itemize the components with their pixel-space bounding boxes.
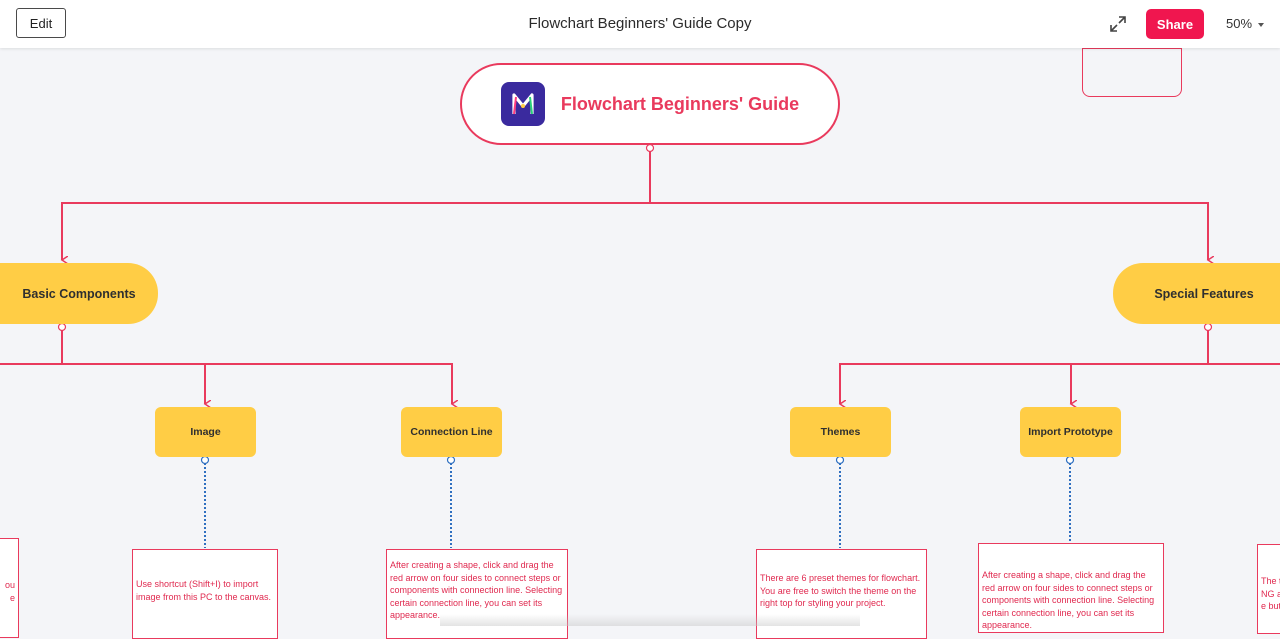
zoom-select[interactable]: 50% xyxy=(1226,16,1265,31)
themes-node[interactable]: Themes xyxy=(790,407,891,457)
special-features-label: Special Features xyxy=(1154,286,1254,301)
basic-connector xyxy=(0,330,63,365)
root-handle xyxy=(645,143,655,153)
import-prototype-label: Import Prototype xyxy=(1028,426,1113,438)
connection-line-note-text: After creating a shape, click and drag t… xyxy=(390,560,563,620)
basic-components-node[interactable]: Basic Components xyxy=(0,263,158,324)
import-prototype-note-text: After creating a shape, click and drag t… xyxy=(982,570,1155,630)
themes-note[interactable]: There are 6 preset themes for flowchart.… xyxy=(756,549,927,639)
basic-handle xyxy=(57,322,67,332)
basic-to-image xyxy=(62,363,452,404)
note-partial-left[interactable]: ou e xyxy=(0,538,19,638)
chevron-down-icon xyxy=(1258,22,1265,27)
special-features-node[interactable]: Special Features xyxy=(1113,263,1280,324)
document-title: Flowchart Beginners' Guide Copy xyxy=(528,15,752,32)
root-connector xyxy=(62,150,651,260)
import-prototype-note[interactable]: After creating a shape, click and drag t… xyxy=(978,543,1164,633)
note-partial-left-line1: ou xyxy=(4,580,15,590)
note-partial-left-line2: e xyxy=(9,592,15,603)
image-label: Image xyxy=(190,426,221,438)
connection-line-node[interactable]: Connection Line xyxy=(401,407,502,457)
connector-lines xyxy=(0,143,1280,548)
import-handle xyxy=(1065,455,1075,465)
import-prototype-node[interactable]: Import Prototype xyxy=(1020,407,1121,457)
connection-line-label: Connection Line xyxy=(410,426,493,438)
themes-handle xyxy=(835,455,845,465)
note-partial-right[interactable]: The t PNG a pre butto xyxy=(1257,544,1280,634)
root-connector-right xyxy=(650,202,1208,260)
image-node[interactable]: Image xyxy=(155,407,256,457)
note-partial-right-text: The t PNG a pre butto xyxy=(1261,576,1280,611)
themes-label: Themes xyxy=(820,426,861,438)
edit-button[interactable]: Edit xyxy=(16,8,66,38)
special-to-themes xyxy=(840,363,1208,404)
root-node[interactable]: Flowchart Beginners' Guide xyxy=(460,63,840,145)
fullscreen-icon[interactable] xyxy=(1108,14,1128,34)
top-toolbar: Edit Flowchart Beginners' Guide Copy Sha… xyxy=(0,0,1280,48)
basic-components-label: Basic Components xyxy=(22,286,136,301)
special-connector xyxy=(1207,330,1280,365)
image-note[interactable]: Use shortcut (Shift+I) to import image f… xyxy=(132,549,278,639)
share-button[interactable]: Share xyxy=(1146,9,1204,39)
bottom-shadow xyxy=(440,614,860,626)
zoom-value: 50% xyxy=(1226,16,1253,31)
connection-handle xyxy=(446,455,456,465)
root-title: Flowchart Beginners' Guide xyxy=(560,93,800,114)
app-logo-icon xyxy=(500,82,545,126)
themes-note-text: There are 6 preset themes for flowchart.… xyxy=(760,573,921,608)
empty-shape[interactable] xyxy=(1082,48,1182,97)
image-note-text: Use shortcut (Shift+I) to import image f… xyxy=(136,579,272,602)
special-handle xyxy=(1203,322,1213,332)
image-handle xyxy=(200,455,210,465)
